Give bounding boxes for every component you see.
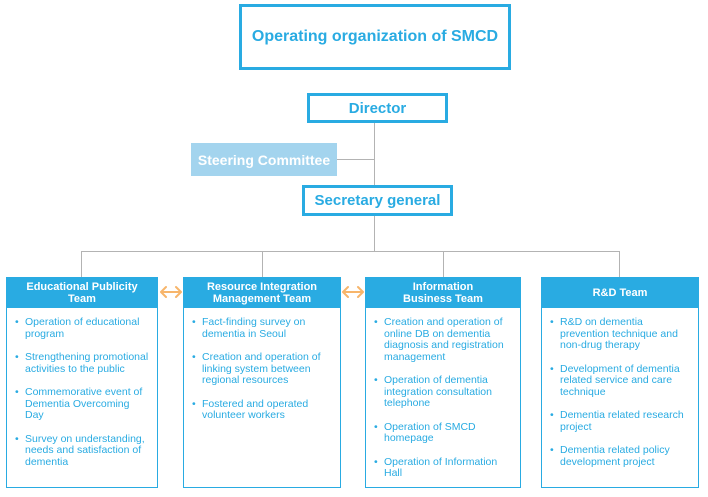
list-item: Operation of educational program <box>15 316 151 340</box>
list-item: R&D on dementia prevention technique and… <box>550 316 692 352</box>
list-item: Fostered and operated volunteer workers <box>192 398 334 422</box>
team-rnd: R&D Team R&D on dementia prevention tech… <box>541 277 699 488</box>
team-header: Educational Publicity Team <box>7 278 157 308</box>
list-item: Operation of dementia integration consul… <box>374 374 514 410</box>
team-task-list: Fact-finding survey on dementia in Seoul… <box>184 308 340 422</box>
double-arrow-icon <box>342 286 364 298</box>
team-resource-integration: Resource Integration Management Team Fac… <box>183 277 341 488</box>
connector-team-4 <box>619 251 620 277</box>
list-item: Commemorative event of Dementia Overcomi… <box>15 386 151 422</box>
steering-committee-box: Steering Committee <box>191 143 337 176</box>
connector-horizontal <box>81 251 619 252</box>
list-item: Development of dementia related service … <box>550 363 692 399</box>
list-item: Fact-finding survey on dementia in Seoul <box>192 316 334 340</box>
list-item: Creation and operation of linking system… <box>192 351 334 387</box>
connector-team-3 <box>443 251 444 277</box>
list-item: Operation of Information Hall <box>374 456 514 480</box>
list-item: Dementia related research project <box>550 409 692 433</box>
connector-director-secretary <box>374 123 375 185</box>
team-header: Resource Integration Management Team <box>184 278 340 308</box>
team-header: R&D Team <box>542 278 698 308</box>
team-task-list: Creation and operation of online DB on d… <box>366 308 520 480</box>
secretary-general-box: Secretary general <box>302 185 453 216</box>
director-box: Director <box>307 93 448 123</box>
connector-team-2 <box>262 251 263 277</box>
list-item: Strengthening promotional activities to … <box>15 351 151 375</box>
connector-secretary-down <box>374 216 375 251</box>
double-arrow-icon <box>160 286 182 298</box>
list-item: Dementia related policy development proj… <box>550 444 692 468</box>
team-header: Information Business Team <box>366 278 520 308</box>
team-task-list: R&D on dementia prevention technique and… <box>542 308 698 468</box>
connector-steering <box>337 159 375 160</box>
team-information-business: Information Business Team Creation and o… <box>365 277 521 488</box>
list-item: Survey on understanding, needs and satis… <box>15 433 151 469</box>
team-educational-publicity: Educational Publicity Team Operation of … <box>6 277 158 488</box>
page-title: Operating organization of SMCD <box>239 4 511 70</box>
team-task-list: Operation of educational program Strengt… <box>7 308 157 468</box>
connector-team-1 <box>81 251 82 277</box>
list-item: Operation of SMCD homepage <box>374 421 514 445</box>
list-item: Creation and operation of online DB on d… <box>374 316 514 363</box>
